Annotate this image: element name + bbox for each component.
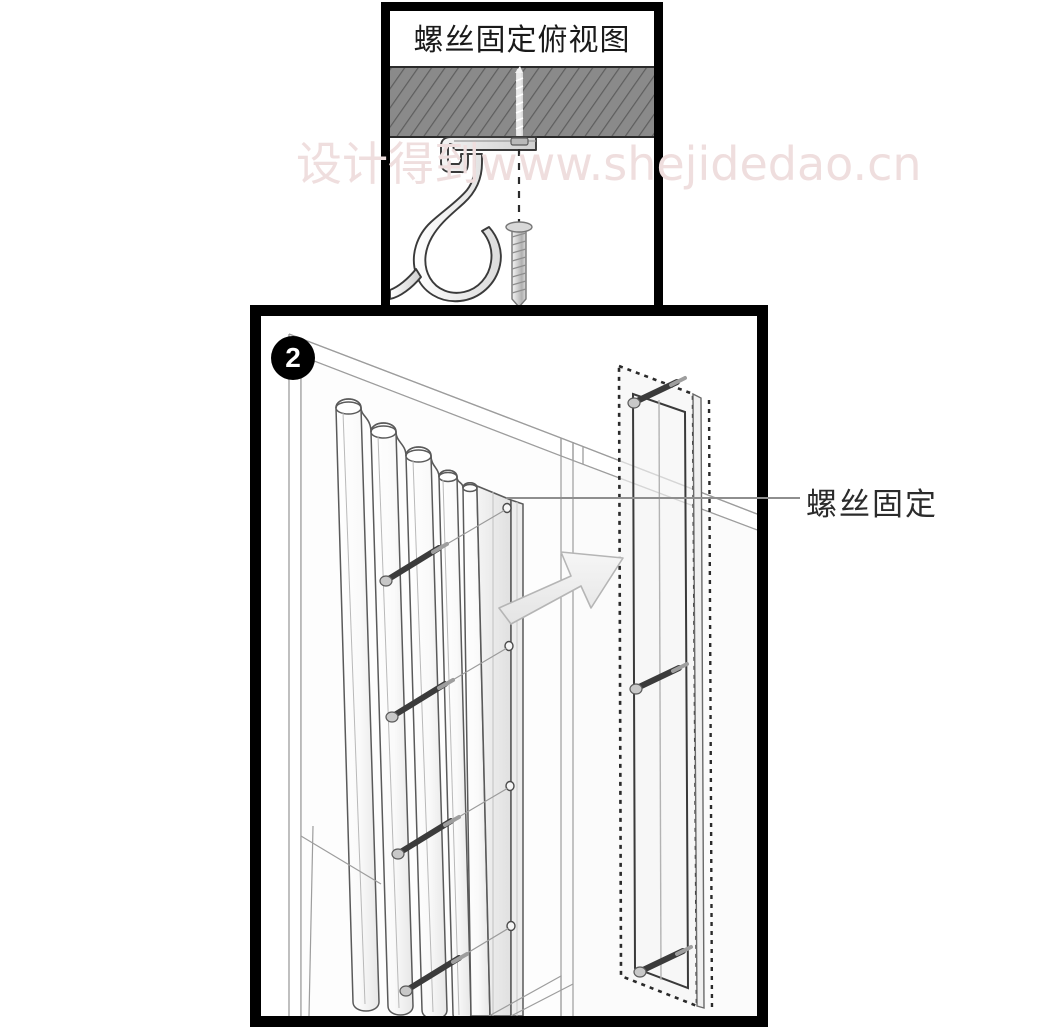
detail-detached-screw	[505, 221, 533, 309]
detail-screw-in-wall	[515, 66, 524, 140]
mounting-rail	[476, 484, 524, 1016]
step-number-badge: 2	[271, 336, 315, 380]
detail-hook-profile	[390, 136, 537, 303]
main-scene-drawing	[288, 333, 757, 1016]
callout-leader-line	[506, 497, 800, 499]
corrugated-panel-stack	[335, 398, 491, 1016]
panel-screws	[379, 542, 469, 997]
callout-label-screw-fixing: 螺丝固定	[806, 487, 938, 523]
main-scene-frame	[250, 305, 768, 1027]
detail-panel-title: 螺丝固定俯视图	[413, 23, 631, 58]
ghost-panel-screws	[627, 376, 693, 978]
ghost-target-panel	[617, 364, 714, 1011]
detail-panel-drawing	[390, 66, 654, 309]
detail-panel-top-view: 螺丝固定俯视图	[381, 2, 663, 332]
floor-lines	[300, 835, 574, 1016]
detail-screw-head	[510, 137, 529, 146]
wall-seam-lines	[288, 333, 757, 1016]
installation-direction-arrow	[498, 551, 624, 625]
